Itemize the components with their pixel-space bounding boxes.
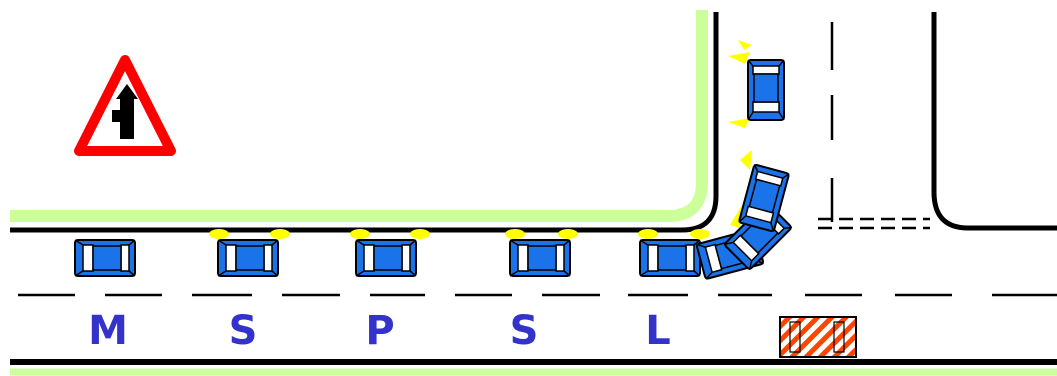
step-label-m: M: [88, 308, 128, 354]
car-step-3: [355, 239, 417, 277]
car-step-4: [509, 239, 571, 277]
side-road-markings: [818, 22, 930, 230]
car-step-1: [74, 239, 136, 277]
car-step-2: [217, 239, 279, 277]
car-step-5: [639, 239, 701, 277]
parked-vehicle: [779, 316, 857, 358]
indicator-flashes: [209, 40, 752, 239]
step-label-p: P: [365, 308, 394, 354]
car-side-road: [747, 59, 785, 121]
verge: [10, 10, 1057, 376]
step-label-s2: S: [510, 308, 539, 354]
triangle-warning-icon: [74, 55, 176, 156]
kerb-lines: [10, 12, 1057, 365]
step-labels: M S P S L: [88, 308, 671, 354]
step-label-l: L: [645, 308, 671, 354]
step-label-s1: S: [229, 308, 258, 354]
